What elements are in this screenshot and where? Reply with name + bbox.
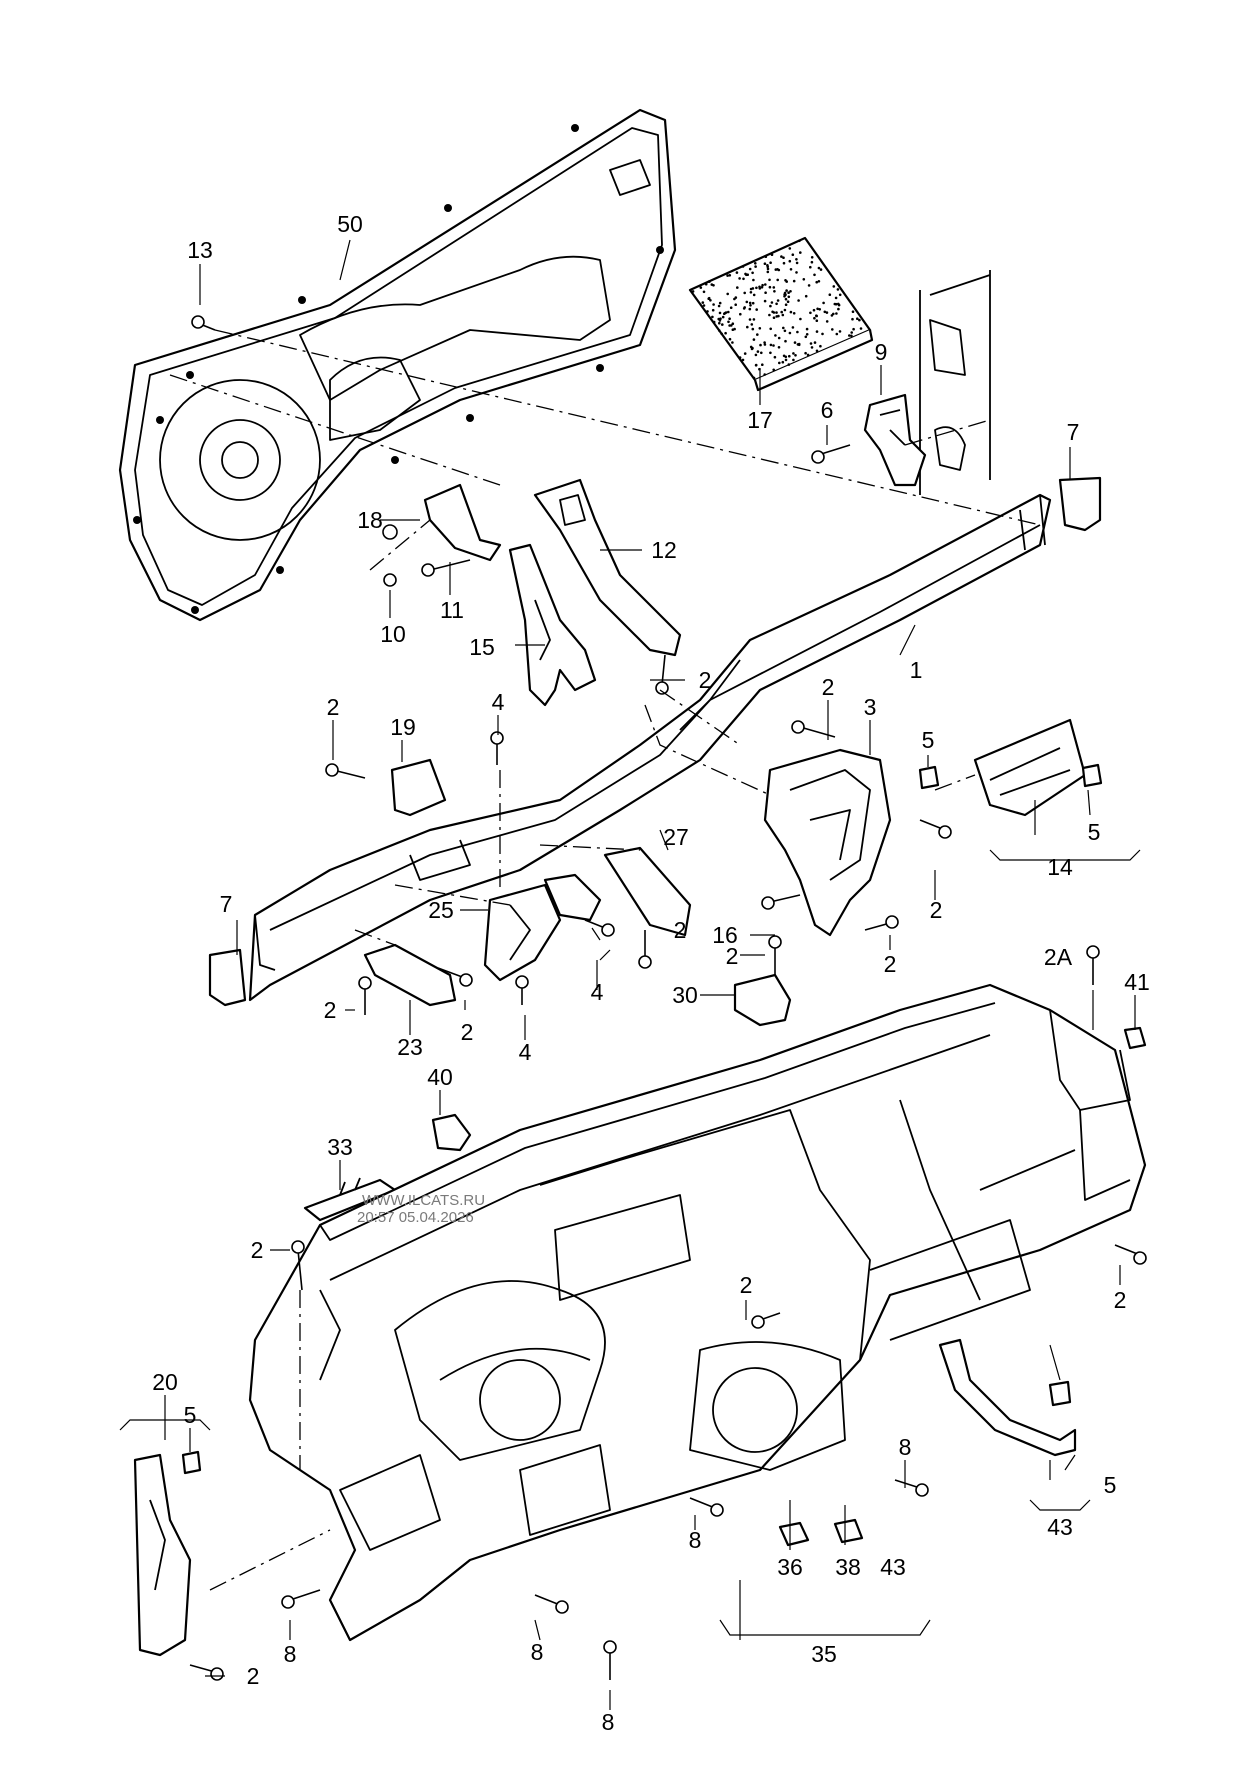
- bolts: [189, 315, 1147, 1681]
- callout-8[interactable]: 8: [899, 1434, 912, 1460]
- part-27-bracket[interactable]: [543, 846, 692, 937]
- part-19-bracket[interactable]: [390, 758, 447, 817]
- callouts: 13 50 17 9 6 7 18 12 11 10 15 2 1 2 4 19…: [152, 211, 1150, 1735]
- callout-8[interactable]: 8: [602, 1709, 615, 1735]
- part-36-clip[interactable]: [778, 1521, 810, 1547]
- callout-7[interactable]: 7: [220, 891, 233, 917]
- part-14-bracket[interactable]: [973, 718, 1087, 817]
- callout-20[interactable]: 20: [152, 1369, 178, 1395]
- part-38-clip[interactable]: [833, 1518, 864, 1544]
- watermark-timestamp: 20:57 05.04.2026: [357, 1209, 474, 1226]
- callout-11[interactable]: 11: [440, 597, 464, 623]
- callout-2[interactable]: 2: [324, 997, 337, 1023]
- part-7-bracket-right[interactable]: [1058, 476, 1102, 532]
- callout-2[interactable]: 2: [930, 897, 943, 923]
- callout-1[interactable]: 1: [910, 657, 923, 683]
- callout-50[interactable]: 50: [337, 211, 363, 237]
- callout-33[interactable]: 33: [327, 1134, 353, 1160]
- part-15-bracket[interactable]: [508, 543, 597, 707]
- part-40-clip[interactable]: [431, 1113, 472, 1152]
- callout-10[interactable]: 10: [380, 621, 406, 647]
- callout-41[interactable]: 41: [1124, 969, 1150, 995]
- part-17-insulating-mat[interactable]: [688, 236, 874, 392]
- callout-8[interactable]: 8: [284, 1641, 297, 1667]
- callout-7[interactable]: 7: [1067, 419, 1080, 445]
- part-30-bracket[interactable]: [733, 973, 792, 1027]
- callout-13[interactable]: 13: [187, 237, 213, 263]
- callout-6[interactable]: 6: [821, 397, 834, 423]
- part-1-cross-member[interactable]: [248, 493, 1052, 1002]
- callout-17[interactable]: 17: [747, 407, 773, 433]
- callout-4[interactable]: 4: [519, 1039, 532, 1065]
- callout-43[interactable]: 43: [880, 1554, 906, 1580]
- callout-8[interactable]: 8: [689, 1527, 702, 1553]
- callout-30[interactable]: 30: [672, 982, 698, 1008]
- part-9-bracket[interactable]: [863, 393, 927, 487]
- callout-5[interactable]: 5: [1104, 1472, 1117, 1498]
- watermark-site: WWW.ILCATS.RU: [362, 1192, 485, 1209]
- callout-16[interactable]: 16: [712, 922, 738, 948]
- part-50-insulation-panel[interactable]: [118, 108, 677, 622]
- callout-36[interactable]: 36: [777, 1554, 803, 1580]
- part-43-bracket[interactable]: [938, 1338, 1077, 1457]
- body-pillar-right: [919, 270, 991, 495]
- callout-4[interactable]: 4: [492, 689, 505, 715]
- assembly-lines: [169, 329, 1041, 1591]
- callout-23[interactable]: 23: [397, 1034, 423, 1060]
- callout-2[interactable]: 2: [674, 917, 687, 943]
- leader-lines: [119, 239, 1141, 1710]
- callout-2[interactable]: 2: [327, 694, 340, 720]
- part-25-bracket[interactable]: [483, 883, 562, 982]
- part-20-side-bracket[interactable]: [133, 1453, 192, 1657]
- callout-4[interactable]: 4: [591, 979, 604, 1005]
- callout-3[interactable]: 3: [864, 694, 877, 720]
- callout-25[interactable]: 25: [428, 897, 454, 923]
- callout-18[interactable]: 18: [357, 507, 383, 533]
- part-12-strut[interactable]: [533, 478, 682, 657]
- callout-40[interactable]: 40: [427, 1064, 453, 1090]
- watermark: WWW.ILCATS.RU 20:57 05.04.2026: [357, 1192, 485, 1226]
- callout-19[interactable]: 19: [390, 714, 416, 740]
- callout-9[interactable]: 9: [875, 339, 888, 365]
- callout-2[interactable]: 2: [884, 951, 897, 977]
- callout-2[interactable]: 2: [726, 943, 739, 969]
- callout-2[interactable]: 2: [740, 1272, 753, 1298]
- callout-27[interactable]: 27: [663, 824, 689, 850]
- part-41-nut[interactable]: [1123, 1026, 1147, 1050]
- part-18-bracket[interactable]: [423, 483, 502, 562]
- callout-2[interactable]: 2: [461, 1019, 474, 1045]
- callout-2[interactable]: 2: [699, 667, 712, 693]
- callout-5[interactable]: 5: [922, 727, 935, 753]
- callout-2[interactable]: 2: [1114, 1287, 1127, 1313]
- callout-43[interactable]: 43: [1047, 1514, 1073, 1540]
- callout-15[interactable]: 15: [469, 634, 495, 660]
- callout-2[interactable]: 2: [822, 674, 835, 700]
- callout-5[interactable]: 5: [184, 1402, 197, 1428]
- callout-8[interactable]: 8: [531, 1639, 544, 1665]
- dashboard-carrier[interactable]: [248, 983, 1147, 1642]
- part-5-clip[interactable]: [181, 763, 1103, 1475]
- callout-38[interactable]: 38: [835, 1554, 861, 1580]
- callout-2[interactable]: 2: [247, 1663, 260, 1689]
- part-7-bracket-left[interactable]: [208, 948, 247, 1007]
- callout-2A[interactable]: 2A: [1044, 944, 1073, 970]
- callout-2[interactable]: 2: [251, 1237, 264, 1263]
- part-23-bracket[interactable]: [363, 943, 457, 1007]
- callout-12[interactable]: 12: [651, 537, 677, 563]
- part-3-bracket[interactable]: [763, 748, 892, 937]
- callout-14[interactable]: 14: [1047, 854, 1073, 880]
- callout-35[interactable]: 35: [811, 1641, 837, 1667]
- callout-5[interactable]: 5: [1088, 819, 1101, 845]
